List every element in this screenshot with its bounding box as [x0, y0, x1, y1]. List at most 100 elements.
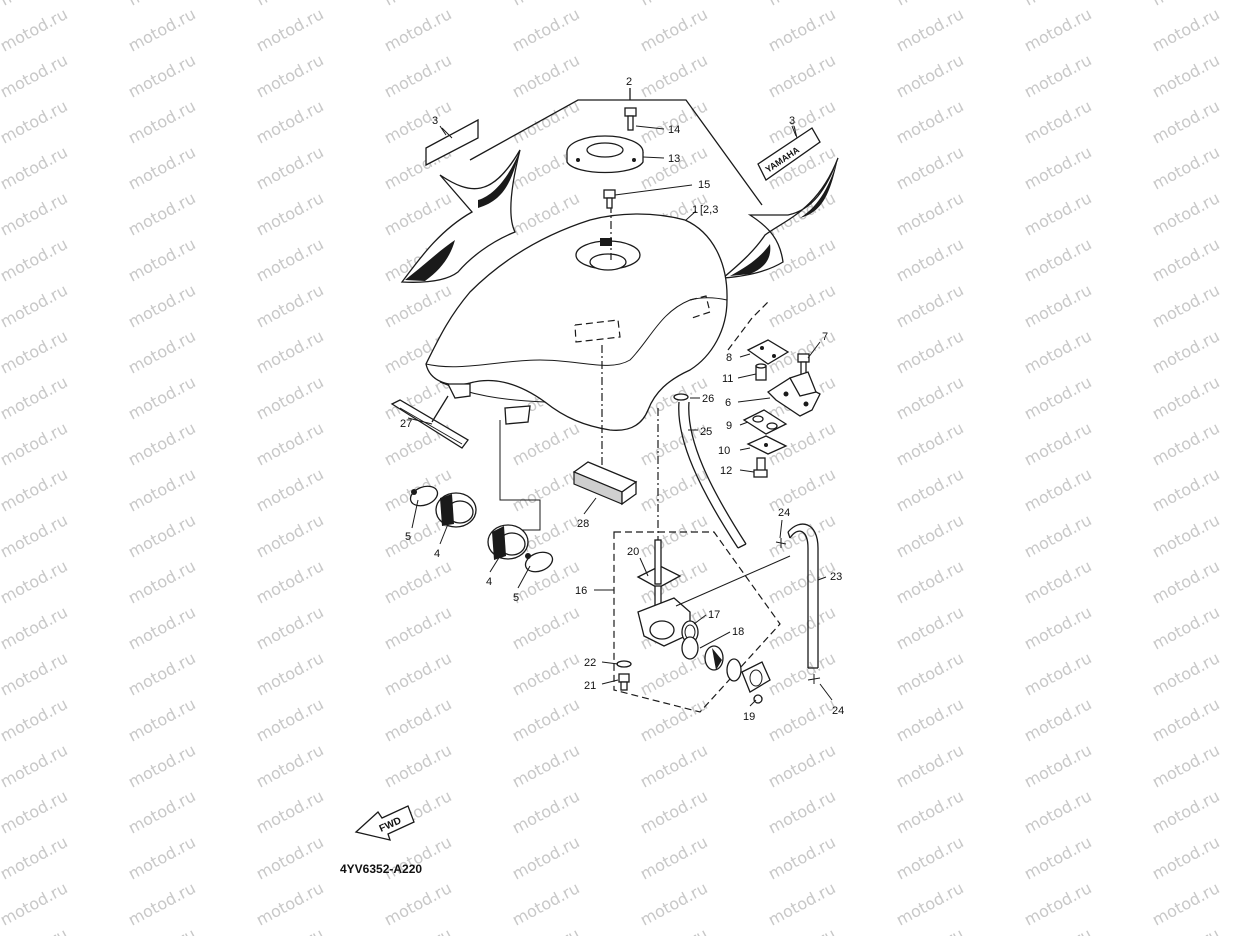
watermark-text: motod.ru	[637, 786, 711, 837]
watermark-text: motod.ru	[1149, 326, 1223, 377]
part-9-damper[interactable]	[742, 409, 788, 435]
watermark-text: motod.ru	[253, 142, 327, 193]
watermark-text: motod.ru	[509, 786, 583, 837]
watermark-text: motod.ru	[509, 648, 583, 699]
watermark-text: motod.ru	[381, 602, 455, 653]
part-25-fuel-hose[interactable]	[678, 401, 747, 549]
watermark-text: motod.ru	[765, 786, 839, 837]
part-26-clip[interactable]	[673, 393, 689, 401]
watermark-text: motod.ru	[0, 4, 71, 55]
callout-4-lower: 4	[486, 576, 492, 588]
callout-13: 13	[668, 153, 680, 165]
watermark-text: motod.ru	[1021, 188, 1095, 239]
watermark-text: motod.ru	[1021, 280, 1095, 331]
watermark-text: motod.ru	[125, 372, 199, 423]
part-22-washer[interactable]	[616, 660, 632, 668]
watermark-text: motod.ru	[637, 878, 711, 929]
part-15-bolt[interactable]	[603, 189, 616, 209]
part-18-gasket[interactable]	[681, 636, 699, 660]
watermark-text: motod.ru	[0, 418, 71, 469]
fuel-cock-spring[interactable]	[726, 658, 742, 682]
part-28-damper[interactable]	[572, 461, 638, 506]
watermark-text: motod.ru	[125, 648, 199, 699]
part-5-clamp-upper[interactable]	[408, 483, 440, 509]
watermark-text: motod.ru	[1149, 878, 1223, 929]
watermark-text: motod.ru	[637, 832, 711, 883]
part-24-clip-lower[interactable]	[807, 674, 821, 684]
part-12-bolt[interactable]	[753, 457, 768, 478]
part-16-fuel-cock-body[interactable]	[637, 555, 791, 647]
watermark-text: motod.ru	[125, 234, 199, 285]
watermark-text: motod.ru	[893, 280, 967, 331]
watermark-text: motod.ru	[893, 50, 967, 101]
watermark-text: motod.ru	[125, 878, 199, 929]
fuel-cock-lever[interactable]	[704, 645, 724, 671]
part-10-plate[interactable]	[746, 435, 788, 455]
callout-2: 2	[626, 76, 632, 88]
watermark-text: motod.ru	[253, 556, 327, 607]
watermark-text: motod.ru	[1149, 510, 1223, 561]
part-24-clip-upper[interactable]	[775, 538, 787, 548]
watermark-text: motod.ru	[1149, 4, 1223, 55]
watermark-text: motod.ru	[253, 602, 327, 653]
part-6-bracket[interactable]	[766, 371, 821, 417]
watermark-text: motod.ru	[893, 878, 967, 929]
callout-12: 12	[720, 465, 732, 477]
callout-21: 21	[584, 680, 596, 692]
part-4-cover-lower[interactable]	[487, 524, 529, 560]
watermark-text: motod.ru	[893, 372, 967, 423]
watermark-text: motod.ru	[0, 556, 71, 607]
callout-6: 6	[725, 397, 731, 409]
watermark-text: motod.ru	[1021, 50, 1095, 101]
callout-11: 11	[722, 373, 733, 385]
watermark-text: motod.ru	[0, 464, 71, 515]
callout-3-left: 3	[432, 115, 438, 127]
callout-24-upper: 24	[778, 507, 790, 519]
watermark-text: motod.ru	[125, 188, 199, 239]
callout-1: 1	[692, 204, 698, 216]
watermark-text: motod.ru	[1021, 832, 1095, 883]
part-13-fuel-cap[interactable]	[566, 135, 644, 174]
part-11-collar[interactable]	[755, 363, 767, 381]
watermark-text: motod.ru	[509, 602, 583, 653]
callout-9: 9	[726, 420, 732, 432]
watermark-text: motod.ru	[765, 4, 839, 55]
watermark-text: motod.ru	[893, 418, 967, 469]
watermark-text: motod.ru	[253, 694, 327, 745]
callout-24-lower: 24	[832, 705, 844, 717]
part-23-breather-hose[interactable]	[787, 523, 819, 669]
part-4-cover-upper[interactable]	[435, 492, 477, 528]
watermark-text: motod.ru	[0, 602, 71, 653]
watermark-text: motod.ru	[893, 648, 967, 699]
watermark-text: motod.ru	[1149, 464, 1223, 515]
watermark-text: motod.ru	[0, 188, 71, 239]
watermark-text: motod.ru	[1149, 786, 1223, 837]
callout-labels: 1 [2,3 2 3 3 4 4 5 5 6 7 8 9 10 11 12 13…	[400, 76, 844, 723]
watermark-text: motod.ru	[893, 786, 967, 837]
callout-10: 10	[718, 445, 730, 457]
callout-18: 18	[732, 626, 744, 638]
part-8-plate[interactable]	[746, 339, 790, 365]
watermark-text: motod.ru	[253, 4, 327, 55]
watermark-text: motod.ru	[381, 280, 455, 331]
part-1-fuel-tank[interactable]	[425, 213, 728, 431]
part-5-clamp-lower[interactable]	[523, 549, 555, 575]
callout-22: 22	[584, 657, 596, 669]
watermark-text: motod.ru	[637, 648, 711, 699]
watermark-text: motod.ru	[381, 694, 455, 745]
right-side-decal[interactable]	[721, 157, 839, 279]
fuel-cock-plate[interactable]	[741, 661, 771, 693]
part-2-decal-set[interactable]	[469, 88, 763, 206]
part-21-bolt[interactable]	[618, 673, 630, 691]
left-side-decal[interactable]	[400, 149, 521, 283]
watermark-text: motod.ru	[253, 786, 327, 837]
watermark-text: motod.ru	[125, 280, 199, 331]
part-19-screw[interactable]	[753, 694, 763, 704]
watermark-text: motod.ru	[637, 464, 711, 515]
callout-15: 15	[698, 179, 710, 191]
watermark-text: motod.ru	[1149, 142, 1223, 193]
part-3-emblem-left[interactable]	[425, 118, 479, 167]
watermark-text: motod.ru	[765, 740, 839, 791]
part-14-bolt[interactable]	[624, 107, 637, 131]
part-17-o-ring[interactable]	[681, 620, 699, 644]
